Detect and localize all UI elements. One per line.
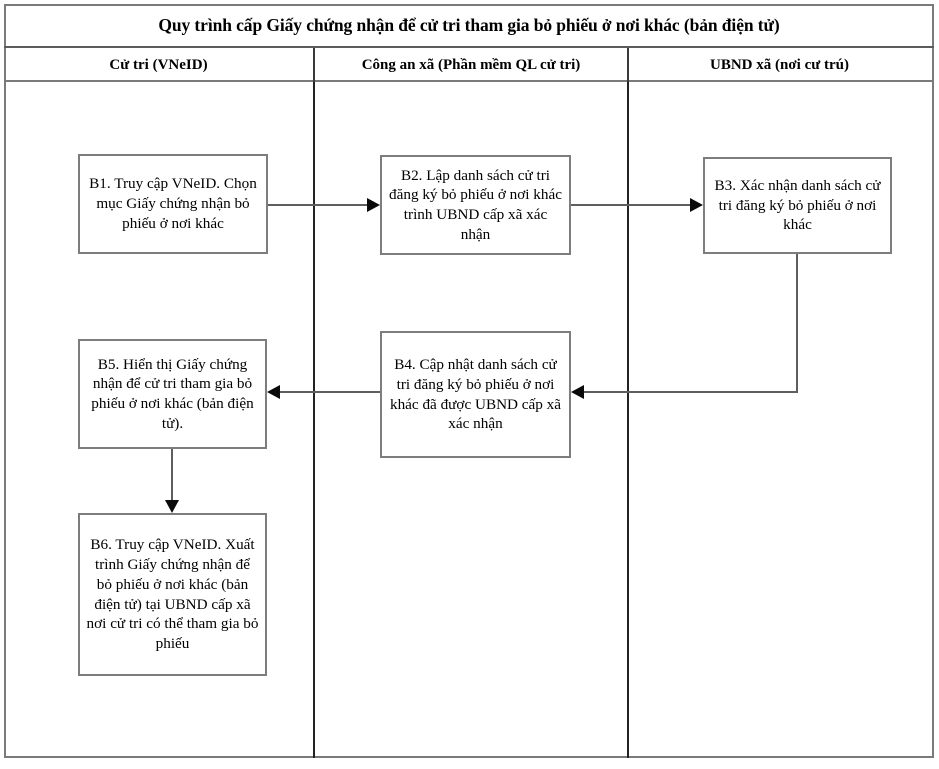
process-box-b3[interactable]: B3. Xác nhận danh sách cử tri đăng ký bỏ…	[703, 157, 892, 254]
process-box-b4[interactable]: B4. Cập nhật danh sách cử tri đăng ký bỏ…	[380, 331, 571, 458]
swimlane-divider-2	[627, 82, 629, 758]
arrowhead-b2-to-b3	[690, 198, 703, 212]
arrowhead-b3-to-b4	[571, 385, 584, 399]
process-box-b1-label: B1. Truy cập VNeID. Chọn mục Giấy chứng …	[89, 175, 257, 232]
swimlane-header-row: Cử tri (VNeID) Công an xã (Phần mềm QL c…	[4, 48, 934, 82]
process-box-b6[interactable]: B6. Truy cập VNeID. Xuất trình Giấy chứn…	[78, 513, 267, 676]
connector-b1-to-b2	[268, 204, 369, 206]
arrowhead-b5-to-b6	[165, 500, 179, 513]
connector-b3-to-b4-horizontal	[584, 391, 798, 393]
connector-b3-to-b4-vertical	[796, 254, 798, 393]
connector-b2-to-b3	[571, 204, 691, 206]
process-box-b2-label: B2. Lập danh sách cử tri đăng ký bỏ phiế…	[389, 166, 562, 243]
swimlane-header-ubnd-xa: UBND xã (nơi cư trú)	[627, 48, 930, 82]
connector-b5-to-b6	[171, 449, 173, 501]
swimlane-header-label: UBND xã (nơi cư trú)	[710, 56, 849, 73]
process-box-b3-label: B3. Xác nhận danh sách cử tri đăng ký bỏ…	[714, 176, 881, 234]
process-box-b1[interactable]: B1. Truy cập VNeID. Chọn mục Giấy chứng …	[78, 154, 268, 254]
swimlane-header-label: Cử tri (VNeID)	[109, 56, 208, 73]
diagram-frame	[4, 4, 934, 758]
process-box-b6-label: B6. Truy cập VNeID. Xuất trình Giấy chứn…	[86, 536, 259, 652]
swimlane-header-cong-an-xa: Công an xã (Phần mềm QL cử tri)	[313, 48, 627, 82]
arrowhead-b4-to-b5	[267, 385, 280, 399]
swimlane-header-label: Công an xã (Phần mềm QL cử tri)	[361, 56, 581, 73]
process-box-b4-label: B4. Cập nhật danh sách cử tri đăng ký bỏ…	[389, 356, 562, 433]
process-box-b5-label: B5. Hiển thị Giấy chứng nhận để cử tri t…	[91, 355, 254, 432]
process-box-b5[interactable]: B5. Hiển thị Giấy chứng nhận để cử tri t…	[78, 339, 267, 449]
swimlane-divider-1	[313, 82, 315, 758]
page-title: Quy trình cấp Giấy chứng nhận để cử tri …	[158, 14, 780, 35]
swimlane-header-cu-tri: Cử tri (VNeID)	[4, 48, 313, 82]
diagram-title-row: Quy trình cấp Giấy chứng nhận để cử tri …	[4, 4, 934, 48]
process-box-b2[interactable]: B2. Lập danh sách cử tri đăng ký bỏ phiế…	[380, 155, 571, 255]
connector-b4-to-b5	[280, 391, 380, 393]
arrowhead-b1-to-b2	[367, 198, 380, 212]
